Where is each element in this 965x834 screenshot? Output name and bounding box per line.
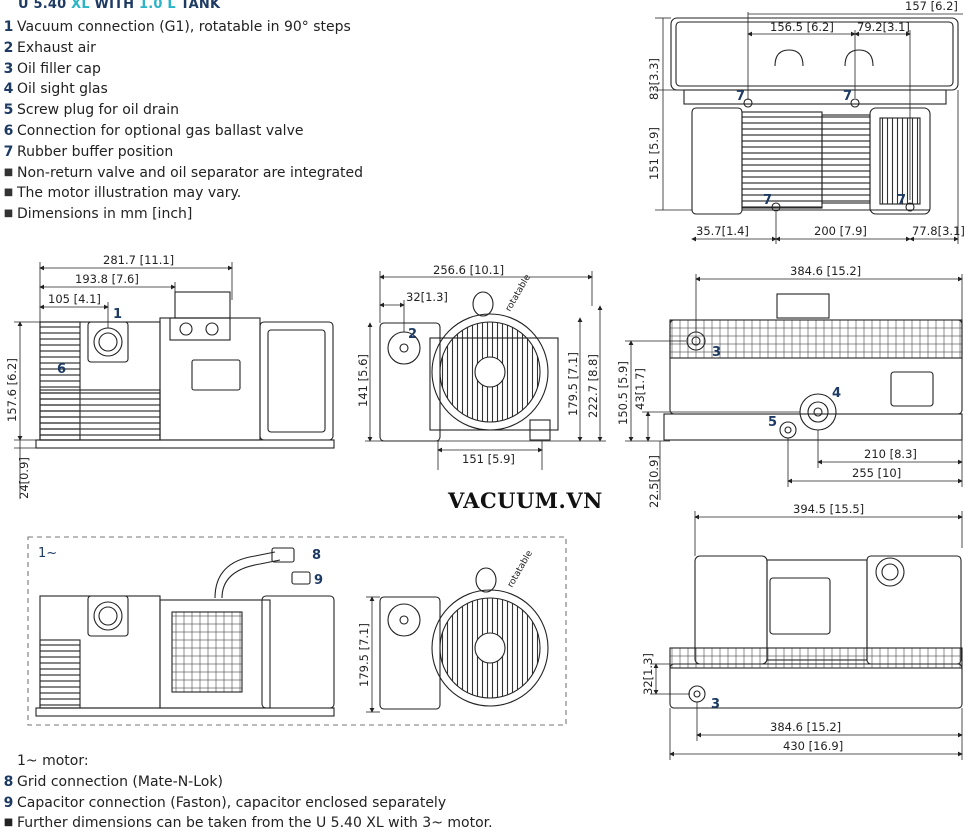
- dim-32-tank: 32[1.3]: [641, 653, 655, 695]
- callout-4: 4: [832, 386, 841, 401]
- dim-22: 22.5[0.9]: [647, 455, 661, 508]
- dim-43: 43[1.7]: [633, 368, 647, 410]
- callout-7: 7: [736, 89, 745, 104]
- motor-box-label: 1~: [38, 546, 57, 561]
- dim-79: 79.2[3.1]: [857, 20, 910, 34]
- dim-200: 200 [7.9]: [814, 224, 867, 238]
- tank-top-drawing: [669, 555, 963, 709]
- note-item: ■The motor illustration may vary.: [3, 185, 242, 202]
- dim-157-side: 157.6 [6.2]: [5, 358, 19, 422]
- dim-222: 222.7 [8.8]: [586, 354, 600, 418]
- motor-heading: 1~ motor:: [17, 753, 89, 769]
- dim-157: 157 [6.2]: [905, 0, 958, 13]
- side-view-drawing: [35, 291, 335, 449]
- dim-256: 256.6 [10.1]: [433, 263, 504, 277]
- dim-105: 105 [4.1]: [48, 292, 101, 306]
- callout-1: 1: [113, 307, 122, 322]
- callout-5: 5: [768, 415, 777, 430]
- note-item: ■Non-return valve and oil separator are …: [3, 164, 364, 181]
- front-view-drawing: [379, 291, 559, 442]
- callout-3: 3: [712, 345, 721, 360]
- dim-384-tank: 384.6 [15.2]: [770, 720, 841, 734]
- dim-35: 35.7[1.4]: [696, 224, 749, 238]
- dim-83: 83[3.3]: [647, 58, 661, 100]
- dim-179-motor: 179.5 [7.1]: [357, 623, 371, 687]
- dim-193: 193.8 [7.6]: [75, 272, 139, 286]
- side-view-dimensions: [14, 262, 233, 499]
- callout-3: 3: [711, 697, 720, 712]
- note-item: ■Further dimensions can be taken from th…: [3, 815, 493, 832]
- page-title: U 5.40 XL WITH 1.0 L TANK: [18, 0, 220, 12]
- dim-150: 150.5 [5.9]: [616, 361, 630, 425]
- tank-top-dimensions: [650, 511, 963, 760]
- dim-151-front: 151 [5.9]: [462, 452, 515, 466]
- dim-77: 77.8[3.1]: [912, 224, 965, 238]
- top-view-drawing: [670, 17, 959, 215]
- tank-side-drawing: [663, 293, 963, 441]
- callout-8: 8: [312, 548, 321, 563]
- dim-210: 210 [8.3]: [864, 447, 917, 461]
- dim-255: 255 [10]: [852, 466, 901, 480]
- dim-156: 156.5 [6.2]: [770, 20, 834, 34]
- tank-side-dimensions: [625, 274, 963, 500]
- motor-front-dimensions: [366, 596, 380, 713]
- motor-variant-box: [27, 536, 567, 726]
- callout-6: 6: [57, 362, 66, 377]
- callout-9: 9: [314, 573, 323, 588]
- dim-24: 24[0.9]: [17, 457, 31, 499]
- callout-7: 7: [897, 193, 906, 208]
- dim-281: 281.7 [11.1]: [103, 253, 174, 267]
- dim-151-top: 151 [5.9]: [647, 127, 661, 180]
- watermark: VACUUM.VN: [448, 488, 603, 513]
- dim-430: 430 [16.9]: [783, 739, 843, 753]
- title-tank-size: 1.0 L: [139, 0, 176, 12]
- dim-384: 384.6 [15.2]: [790, 264, 861, 278]
- title-xl: XL: [71, 0, 90, 12]
- dim-394: 394.5 [15.5]: [793, 502, 864, 516]
- callout-7: 7: [843, 89, 852, 104]
- callout-7: 7: [763, 193, 772, 208]
- rotatable-label-motor: rotatable: [506, 549, 535, 590]
- top-view-dimensions: [655, 12, 963, 244]
- rotatable-label: rotatable: [504, 273, 533, 314]
- front-view-dimensions: [365, 271, 606, 470]
- note-item: ■Dimensions in mm [inch]: [3, 206, 193, 223]
- dim-179: 179.5 [7.1]: [566, 352, 580, 416]
- dim-141: 141 [5.6]: [356, 354, 370, 407]
- dim-32: 32[1.3]: [406, 290, 448, 304]
- callout-2: 2: [408, 327, 417, 342]
